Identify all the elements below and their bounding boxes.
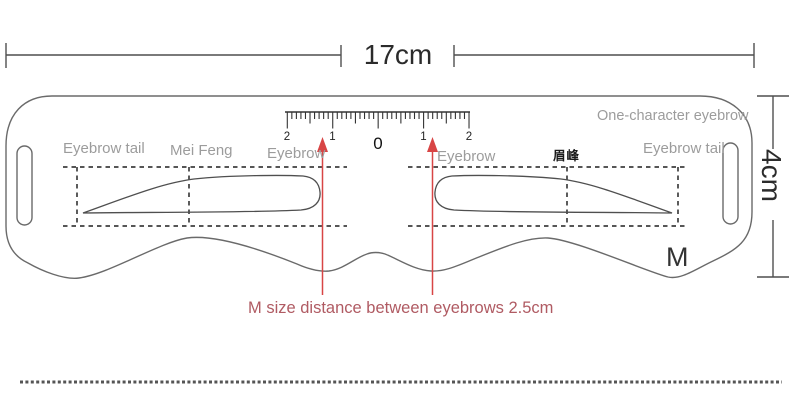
- label-left-eyebrow-tail: Eyebrow tail: [63, 140, 145, 157]
- label-right-brow-peak-zh: 眉峰: [553, 149, 581, 163]
- handle-slot-right: [722, 142, 739, 225]
- left-guide-arrow-icon: [317, 137, 328, 152]
- label-left-brow-peak: Mei Feng: [170, 142, 233, 159]
- right-eyebrow-cutout: [434, 174, 673, 214]
- label-right-eyebrow-head: Eyebrow: [437, 148, 496, 165]
- ruler-label-0: 0: [373, 134, 382, 153]
- brow-distance-guides: [317, 137, 438, 295]
- ruler-label-2-left: 2: [284, 131, 290, 143]
- left-eyebrow-cutout: [82, 174, 321, 214]
- height-measurement-label: 4cm: [756, 149, 787, 202]
- width-measurement-label: 17cm: [363, 39, 433, 70]
- brow-distance-caption: M size distance between eyebrows 2.5cm: [248, 299, 554, 317]
- height-dimension-line: [757, 95, 789, 278]
- label-left-eyebrow-head: Eyebrow: [267, 145, 326, 162]
- left-brow-guide-box: [63, 166, 347, 227]
- ruler-label-1-left: 1: [329, 131, 335, 143]
- size-m-label: M: [666, 242, 689, 272]
- ruler-ticks: [286, 112, 470, 129]
- label-right-eyebrow-tail: Eyebrow tail: [643, 140, 725, 157]
- right-guide-arrow-icon: [427, 137, 438, 152]
- handle-slot-left: [16, 145, 33, 226]
- label-stencil-style: One-character eyebrow: [597, 108, 749, 124]
- ruler-label-1-right: 1: [420, 131, 426, 143]
- right-brow-guide-box: [408, 166, 688, 227]
- ruler-label-2-right: 2: [466, 131, 472, 143]
- nose-ruler: 2 1 0 1 2: [284, 111, 472, 153]
- stencil-outline: [5, 95, 753, 279]
- width-dimension-line: [5, 43, 755, 68]
